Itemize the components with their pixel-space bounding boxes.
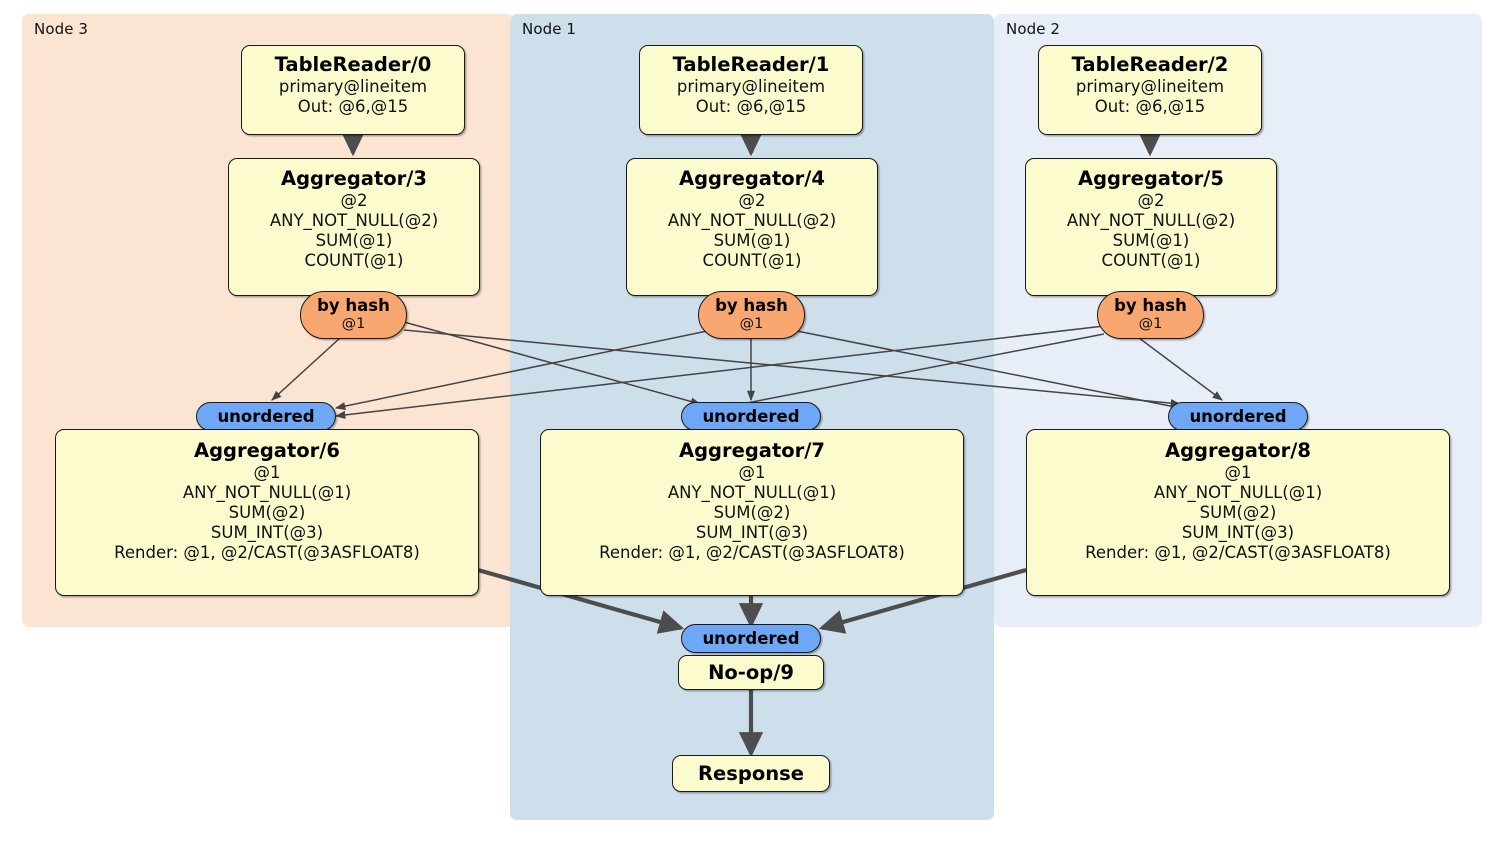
router-type-label: unordered (702, 629, 800, 648)
node-line: SUM(@1) (713, 230, 791, 250)
node-table-reader-0[interactable]: TableReader/0 primary@lineitem Out: @6,@… (241, 45, 465, 135)
node-line: Render: @1, @2/CAST(@3ASFLOAT8) (1085, 542, 1391, 562)
node-title: Aggregator/4 (679, 167, 825, 190)
node-line: ANY_NOT_NULL(@2) (269, 210, 439, 230)
node-line: ANY_NOT_NULL(@1) (667, 482, 837, 502)
node-line: COUNT(@1) (304, 250, 404, 270)
node-line: SUM(@1) (1112, 230, 1190, 250)
node-line: primary@lineitem (1075, 76, 1225, 96)
node-line: SUM(@2) (228, 502, 306, 522)
node-line: COUNT(@1) (702, 250, 802, 270)
node-title: Aggregator/6 (194, 439, 340, 462)
router-by-hash-left[interactable]: by hash @1 (300, 291, 407, 339)
node-line: SUM(@2) (713, 502, 791, 522)
node-aggregator-3[interactable]: Aggregator/3 @2 ANY_NOT_NULL(@2) SUM(@1)… (228, 158, 480, 296)
node-line: ANY_NOT_NULL(@1) (1153, 482, 1323, 502)
node-title: Aggregator/3 (281, 167, 427, 190)
router-column-label: @1 (341, 315, 366, 332)
node-aggregator-4[interactable]: Aggregator/4 @2 ANY_NOT_NULL(@2) SUM(@1)… (626, 158, 878, 296)
node-title: Aggregator/8 (1165, 439, 1311, 462)
node-table-reader-1[interactable]: TableReader/1 primary@lineitem Out: @6,@… (639, 45, 863, 135)
router-type-label: by hash (1114, 296, 1187, 315)
node-aggregator-5[interactable]: Aggregator/5 @2 ANY_NOT_NULL(@2) SUM(@1)… (1025, 158, 1277, 296)
node-line: primary@lineitem (676, 76, 826, 96)
router-type-label: by hash (715, 296, 788, 315)
node-line: @2 (340, 190, 368, 210)
router-unordered-right[interactable]: unordered (1168, 402, 1308, 431)
node-aggregator-8[interactable]: Aggregator/8 @1 ANY_NOT_NULL(@1) SUM(@2)… (1026, 429, 1450, 596)
region-node-2-label: Node 2 (1006, 20, 1061, 38)
router-unordered-final[interactable]: unordered (681, 624, 821, 653)
node-aggregator-6[interactable]: Aggregator/6 @1 ANY_NOT_NULL(@1) SUM(@2)… (55, 429, 479, 596)
node-line: SUM(@2) (1199, 502, 1277, 522)
node-line: @1 (738, 462, 766, 482)
node-line: @1 (1224, 462, 1252, 482)
node-line: primary@lineitem (278, 76, 428, 96)
node-line: Render: @1, @2/CAST(@3ASFLOAT8) (114, 542, 420, 562)
node-line: @2 (738, 190, 766, 210)
node-title: Response (698, 762, 804, 785)
node-line: Render: @1, @2/CAST(@3ASFLOAT8) (599, 542, 905, 562)
router-by-hash-center[interactable]: by hash @1 (698, 291, 805, 339)
node-response[interactable]: Response (672, 755, 830, 792)
node-title: No-op/9 (708, 661, 794, 684)
region-node-3-label: Node 3 (34, 20, 89, 38)
router-type-label: unordered (702, 407, 800, 426)
router-unordered-left[interactable]: unordered (196, 402, 336, 431)
node-line: SUM_INT(@3) (695, 522, 809, 542)
node-line: SUM_INT(@3) (210, 522, 324, 542)
node-line: Out: @6,@15 (1094, 96, 1206, 116)
node-aggregator-7[interactable]: Aggregator/7 @1 ANY_NOT_NULL(@1) SUM(@2)… (540, 429, 964, 596)
router-column-label: @1 (1138, 315, 1163, 332)
node-line: ANY_NOT_NULL(@1) (182, 482, 352, 502)
node-line: Out: @6,@15 (297, 96, 409, 116)
router-type-label: by hash (317, 296, 390, 315)
node-title: TableReader/0 (274, 53, 432, 76)
node-line: SUM_INT(@3) (1181, 522, 1295, 542)
router-by-hash-right[interactable]: by hash @1 (1097, 291, 1204, 339)
node-table-reader-2[interactable]: TableReader/2 primary@lineitem Out: @6,@… (1038, 45, 1262, 135)
node-title: TableReader/1 (672, 53, 830, 76)
router-type-label: unordered (1189, 407, 1287, 426)
node-noop-9[interactable]: No-op/9 (678, 655, 824, 690)
node-title: TableReader/2 (1071, 53, 1229, 76)
region-node-1-label: Node 1 (522, 20, 577, 38)
router-column-label: @1 (739, 315, 764, 332)
node-title: Aggregator/5 (1078, 167, 1224, 190)
node-line: @2 (1137, 190, 1165, 210)
node-line: ANY_NOT_NULL(@2) (1066, 210, 1236, 230)
node-line: COUNT(@1) (1101, 250, 1201, 270)
router-unordered-center[interactable]: unordered (681, 402, 821, 431)
node-line: @1 (253, 462, 281, 482)
router-type-label: unordered (217, 407, 315, 426)
node-title: Aggregator/7 (679, 439, 825, 462)
node-line: Out: @6,@15 (695, 96, 807, 116)
node-line: ANY_NOT_NULL(@2) (667, 210, 837, 230)
node-line: SUM(@1) (315, 230, 393, 250)
